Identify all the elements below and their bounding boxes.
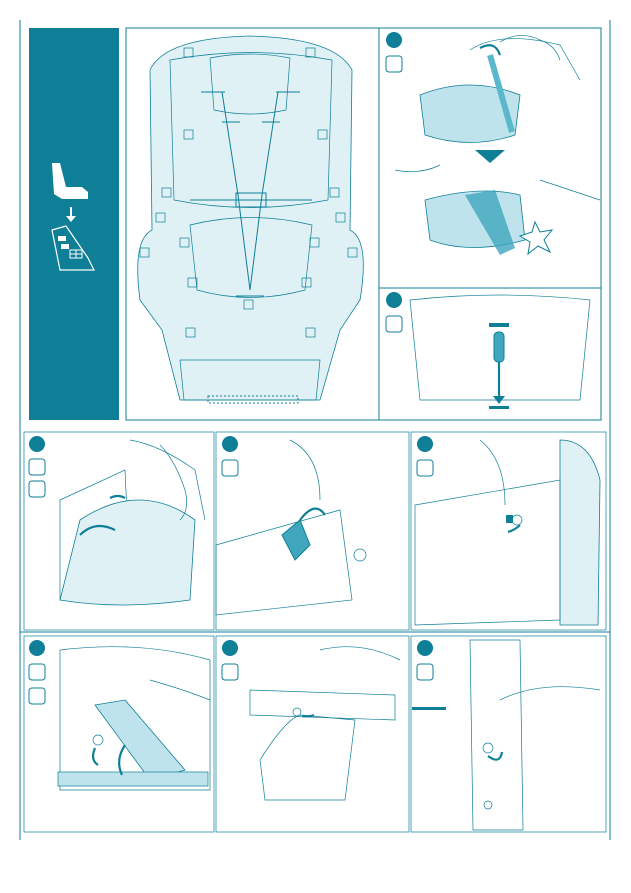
step-badge [417, 436, 433, 452]
step-badge [222, 640, 238, 656]
click-burst-icon [520, 222, 552, 254]
button-knob [354, 549, 366, 561]
sidebar-background [29, 28, 119, 420]
down-triangle-icon [475, 150, 505, 163]
step-2 [379, 288, 601, 420]
strap-bottom [489, 406, 509, 409]
step-7 [216, 636, 409, 832]
step-badge [29, 640, 45, 656]
strap-top [489, 323, 509, 327]
seat-outline [138, 36, 364, 400]
step-1b [395, 165, 600, 255]
step-checkbox [417, 664, 433, 680]
step-checkbox [29, 664, 45, 680]
step-badge [222, 436, 238, 452]
step-5 [411, 432, 606, 630]
step-badge [386, 32, 402, 48]
step-badge [29, 436, 45, 452]
step-checkbox [29, 459, 45, 475]
pull-arrow [480, 45, 500, 55]
step-checkbox [386, 56, 402, 72]
step-8 [411, 636, 606, 832]
step-checkbox-2 [29, 688, 45, 704]
overview-diagram [126, 28, 379, 420]
step-checkbox [222, 664, 238, 680]
step-6 [24, 636, 214, 832]
step-3 [24, 432, 214, 630]
step-4 [216, 432, 409, 630]
step-1a [379, 28, 601, 288]
step-checkbox [386, 316, 402, 332]
step-badge [386, 292, 402, 308]
step-badge [417, 640, 433, 656]
sidebar [29, 28, 119, 420]
step-checkbox [417, 460, 433, 476]
step-checkbox-2 [29, 481, 45, 497]
step-checkbox [222, 460, 238, 476]
